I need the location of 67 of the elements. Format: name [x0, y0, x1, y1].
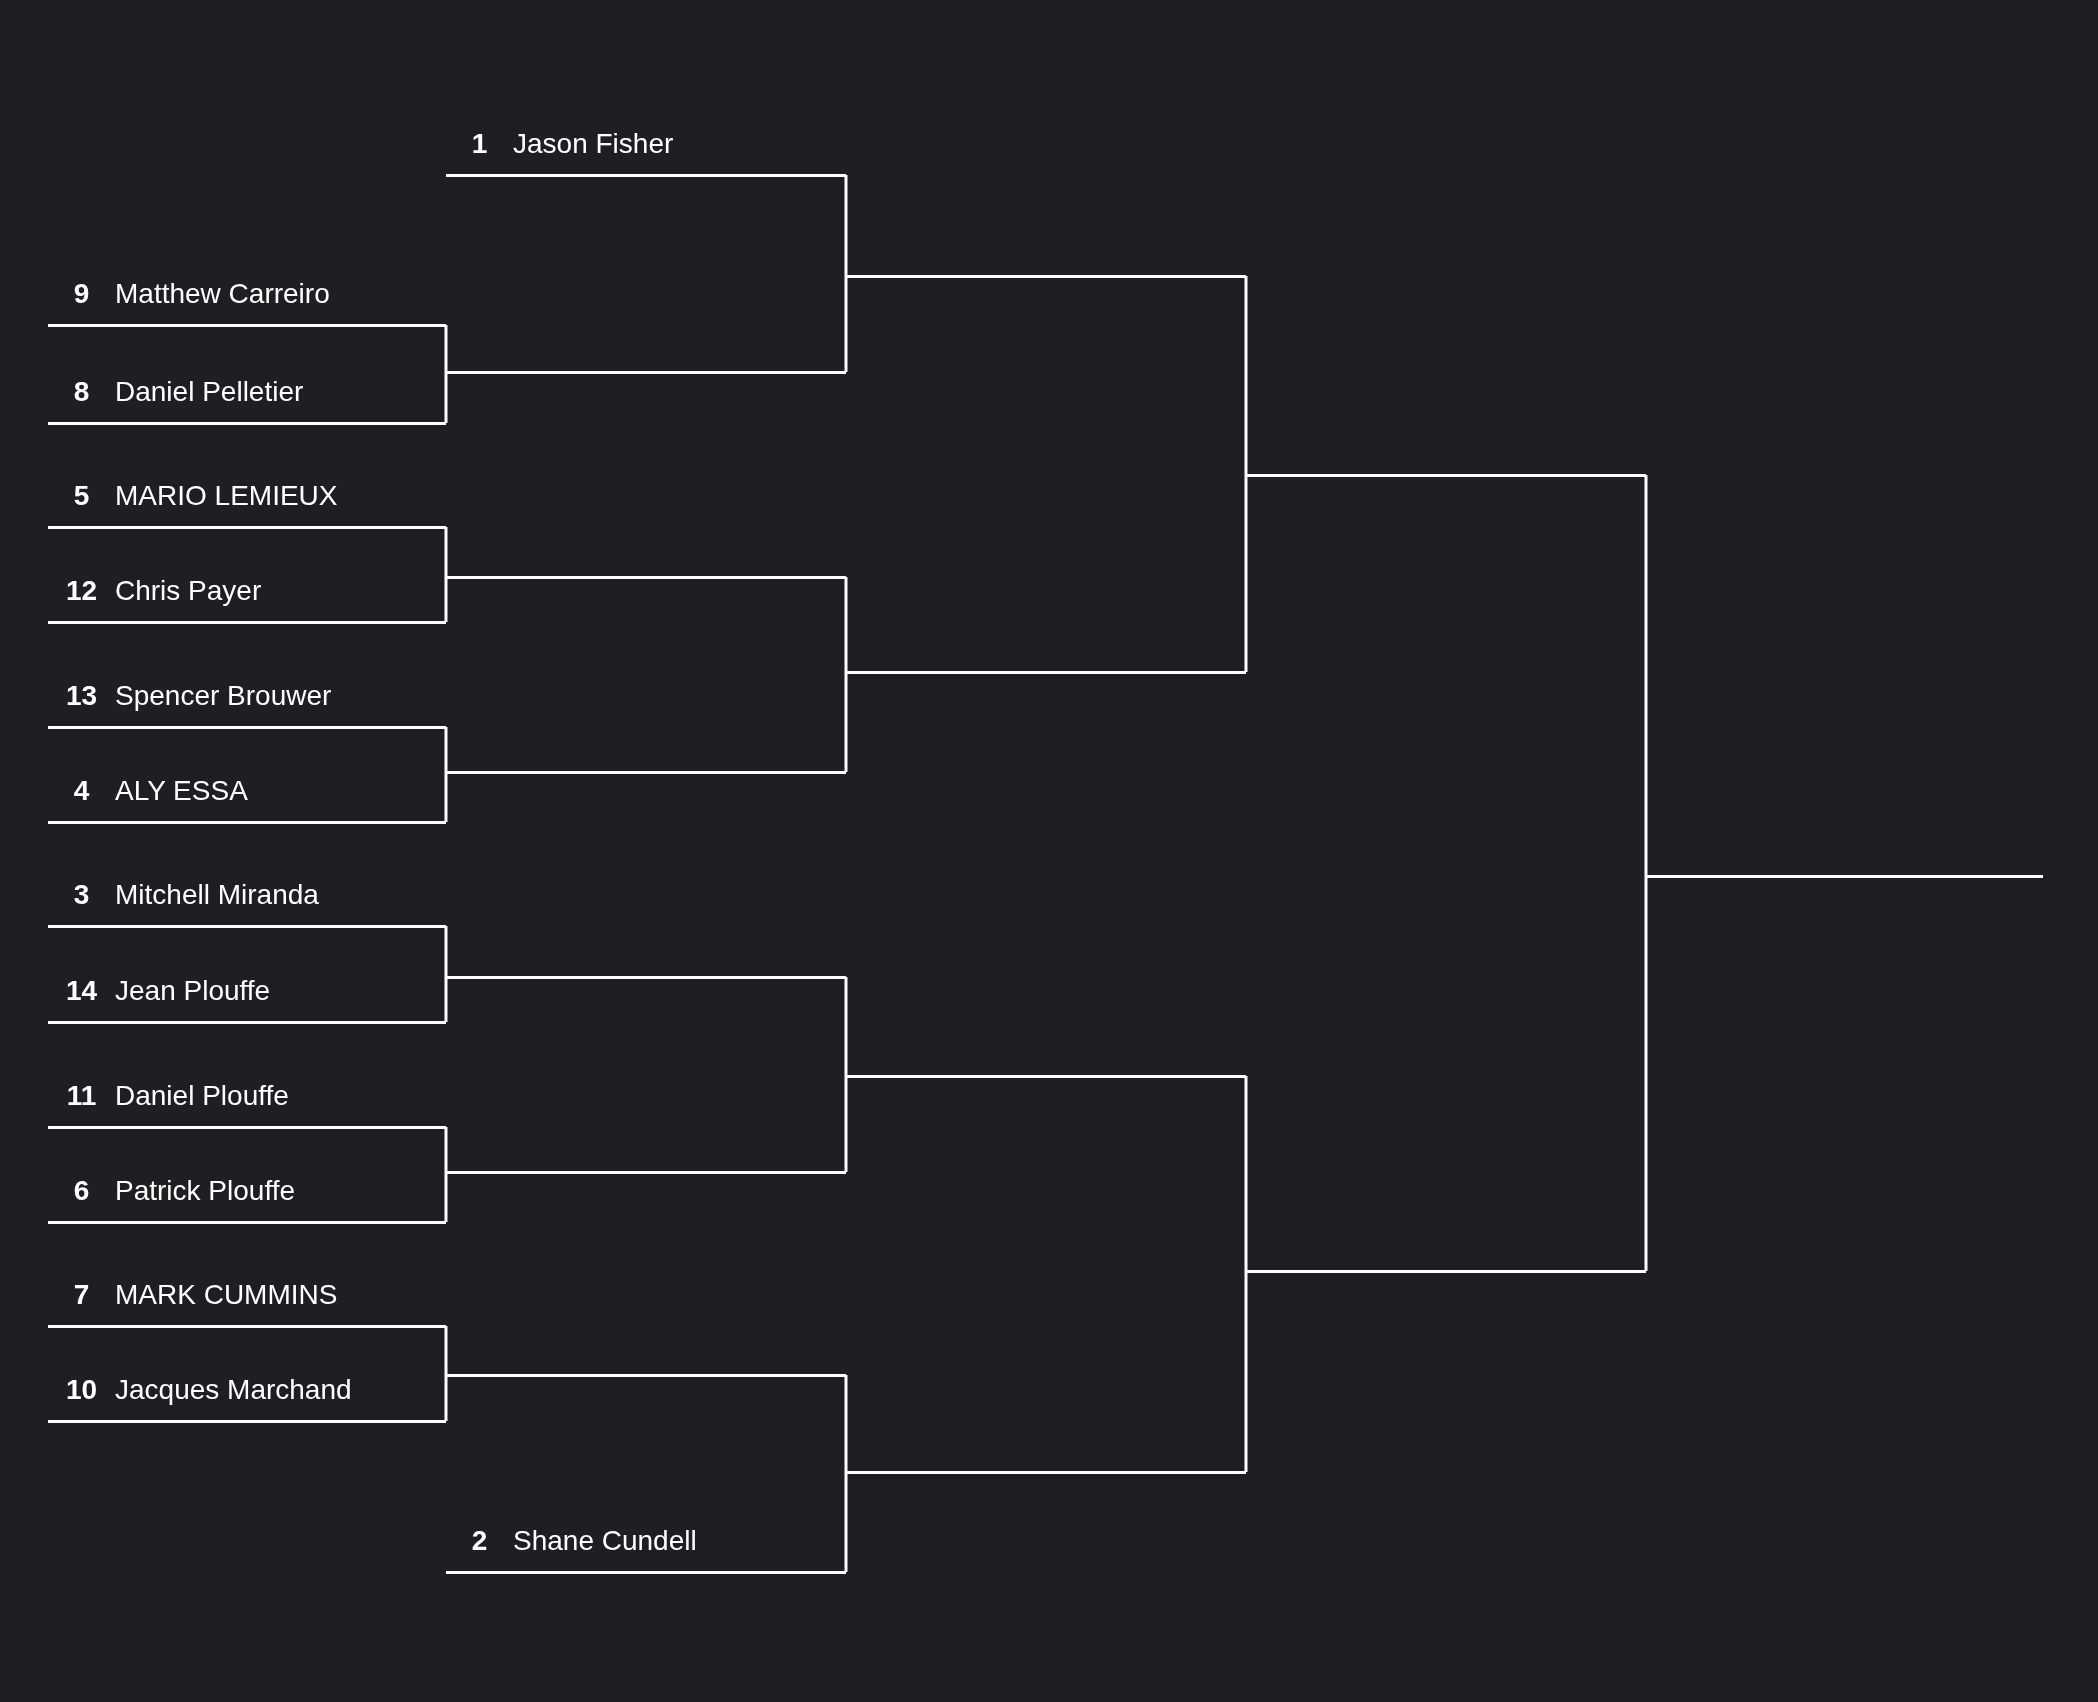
seed-number: 9 [72, 280, 91, 308]
bracket-line [844, 670, 848, 772]
bracket-line [844, 1375, 848, 1474]
seed-number: 6 [72, 1177, 91, 1205]
player-name: Matthew Carreiro [115, 280, 330, 308]
bracket-line [444, 975, 448, 1022]
seed-number: 11 [65, 1082, 98, 1110]
player-name: Chris Payer [115, 577, 262, 605]
winner-line [446, 975, 846, 979]
seed-number: 1 [470, 130, 489, 158]
player-name: Jacques Marchand [115, 1376, 352, 1404]
winner-line [846, 1074, 1246, 1078]
seed-number: 7 [72, 1281, 91, 1309]
seed-number: 4 [72, 777, 91, 805]
winner-line [446, 1170, 846, 1174]
winner-line [846, 670, 1246, 674]
player-name: Daniel Plouffe [115, 1082, 289, 1110]
bracket-line [444, 325, 448, 374]
bracket-line [444, 727, 448, 774]
bracket-line [1244, 276, 1248, 477]
bracket-line [444, 527, 448, 579]
player-name: Jean Plouffe [115, 977, 271, 1005]
bracket-line [844, 175, 848, 278]
player-name: Mitchell Miranda [115, 881, 319, 909]
seed-number: 14 [64, 977, 99, 1005]
player-name: Patrick Plouffe [115, 1177, 296, 1205]
player-name: Shane Cundell [513, 1527, 697, 1555]
bracket-line [1244, 1269, 1248, 1472]
player-name: Jason Fisher [513, 130, 674, 158]
bracket-line [844, 274, 848, 372]
bracket-line [444, 1373, 448, 1421]
seed-number: 13 [64, 682, 99, 710]
bracket-line [444, 926, 448, 979]
bracket-line [444, 1326, 448, 1377]
player-name: MARK CUMMINS [115, 1281, 338, 1309]
bracket-line [1644, 475, 1648, 878]
seed-number: 10 [64, 1376, 99, 1404]
bracket-line [844, 577, 848, 674]
winner-line [846, 1470, 1246, 1474]
bracket-line [444, 370, 448, 423]
winner-line [1246, 473, 1646, 477]
seed-number: 5 [72, 482, 91, 510]
seed-number: 3 [72, 881, 91, 909]
bracket-line [844, 1074, 848, 1172]
bracket-line [1244, 473, 1248, 672]
seed-number: 2 [470, 1527, 489, 1555]
bracket-line [844, 977, 848, 1078]
winner-line [1246, 1269, 1646, 1273]
winner-line [446, 575, 846, 579]
winner-line [446, 370, 846, 374]
winner-line [446, 1373, 846, 1377]
bracket-line [444, 770, 448, 822]
player-name: Spencer Brouwer [115, 682, 332, 710]
seed-number: 8 [72, 378, 91, 406]
winner-line [1646, 874, 2043, 878]
player-name: MARIO LEMIEUX [115, 482, 338, 510]
bracket-line [844, 1470, 848, 1572]
winner-line [446, 770, 846, 774]
player-name: ALY ESSA [115, 777, 248, 805]
bracket-line [444, 1170, 448, 1222]
seed-number: 12 [64, 577, 99, 605]
bracket-line [444, 575, 448, 622]
player-name: Daniel Pelletier [115, 378, 304, 406]
winner-line [846, 274, 1246, 278]
bracket-line [1644, 874, 1648, 1271]
bracket-line [1244, 1076, 1248, 1273]
bracket-line [444, 1127, 448, 1174]
